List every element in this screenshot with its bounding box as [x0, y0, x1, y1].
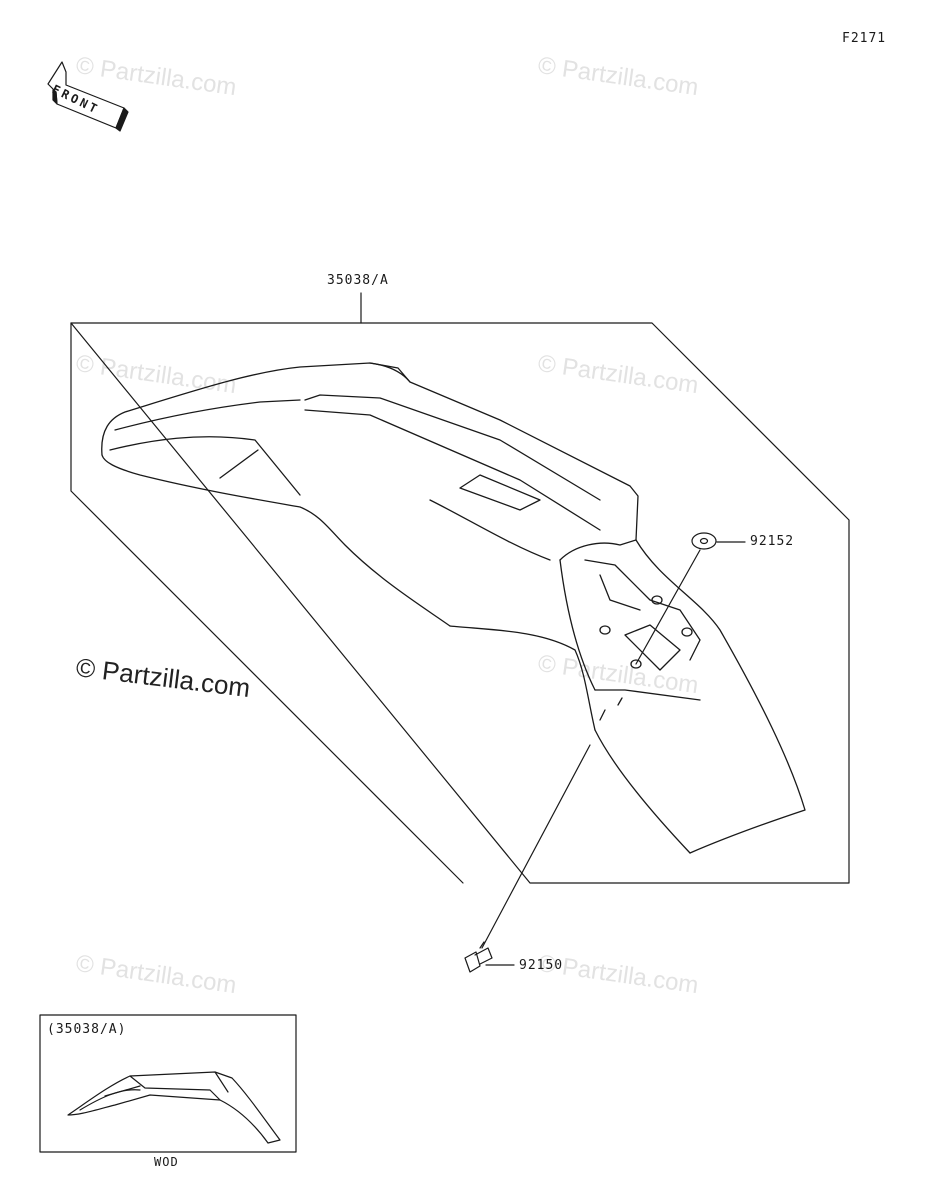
front-arrow-icon: [47, 61, 129, 132]
fender-drawing: [101, 362, 806, 854]
inset-caption: WOD: [154, 1155, 179, 1169]
inset-box: [39, 1014, 297, 1153]
leader-washer-to-hole: [635, 549, 701, 665]
callout-35038: 35038/A: [327, 273, 389, 288]
leader-bolt-to-fender: [481, 744, 591, 949]
figure-code: F2171: [842, 31, 887, 46]
callout-92150: 92150: [519, 958, 564, 973]
inset-fender-drawing: [67, 1071, 281, 1144]
assembly-boundary: [70, 322, 850, 884]
assembly-boundary-left: [70, 322, 464, 884]
bolt-92150: [464, 941, 493, 973]
washer-92152: [691, 532, 717, 550]
callout-92152: 92152: [750, 534, 795, 549]
inset-label: (35038/A): [47, 1022, 127, 1037]
